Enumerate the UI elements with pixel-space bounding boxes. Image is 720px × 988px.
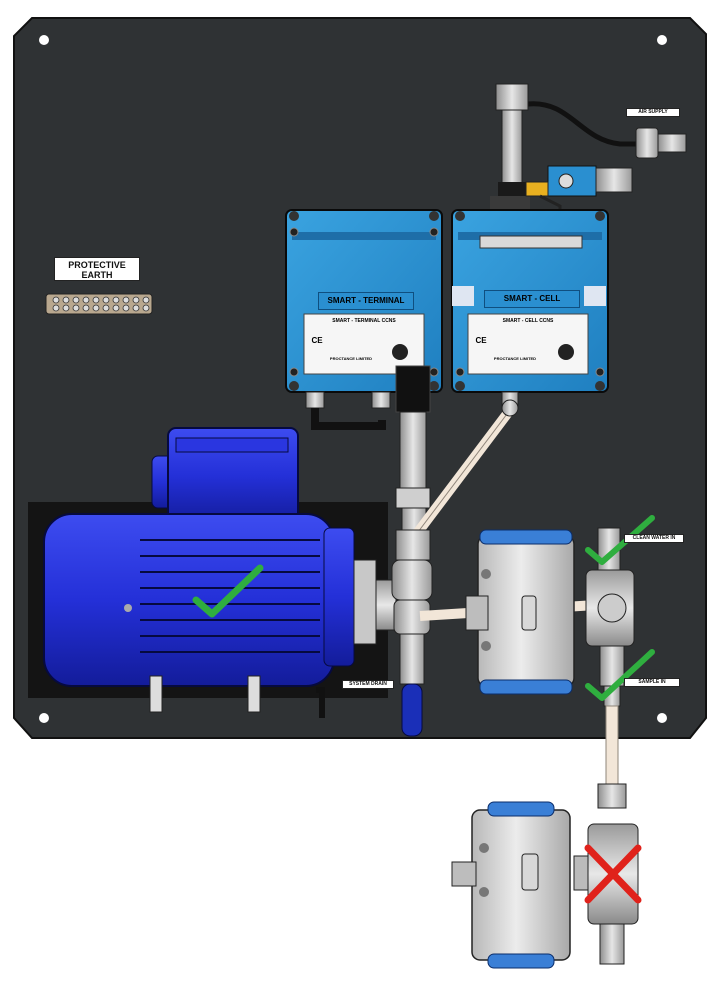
cell-nameplate-title: SMART - CELL CCNS: [502, 318, 554, 324]
status-ok-icon: [192, 564, 264, 618]
status-fault-icon: [584, 844, 642, 904]
cell-nameplate-ce: CE: [475, 336, 487, 345]
lower-valve-actuator: [451, 801, 639, 969]
protective-earth-label: PROTECTIVE EARTH: [54, 257, 140, 281]
smart-cell-title: SMART - CELL: [484, 290, 580, 308]
system-drain-label: SYSTEM DRAIN: [342, 680, 394, 689]
clean-water-in-label: CLEAN WATER IN: [624, 534, 684, 543]
upper-valve-actuator: [465, 529, 575, 695]
terminal-nameplate-maker: PROCTANCE LIMITED: [329, 356, 373, 361]
pressure-sensor: [395, 411, 431, 531]
terminal-cable-glands: [305, 365, 431, 430]
air-supply-label: AIR SUPPLY: [626, 108, 680, 117]
cell-nameplate-maker: PROCTANCE LIMITED: [493, 356, 537, 361]
terminal-nameplate-ce: CE: [311, 336, 323, 345]
status-ok-icon: [585, 515, 655, 565]
sample-in-label: SAMPLE IN: [624, 678, 680, 687]
air-regulator: [490, 83, 687, 210]
smart-terminal-title: SMART - TERMINAL: [318, 292, 414, 310]
status-ok-icon: [585, 649, 655, 701]
pump-motor: [43, 427, 397, 718]
protective-earth-line1: PROTECTIVE: [68, 260, 126, 270]
terminal-nameplate-title: SMART - TERMINAL CCNS: [332, 318, 396, 324]
cell-pipe: [407, 391, 519, 545]
smart-terminal-enclosure: [285, 209, 443, 393]
earth-bar: [45, 293, 153, 315]
protective-earth-line2: EARTH: [81, 270, 113, 280]
sample-pipe: [597, 705, 627, 809]
